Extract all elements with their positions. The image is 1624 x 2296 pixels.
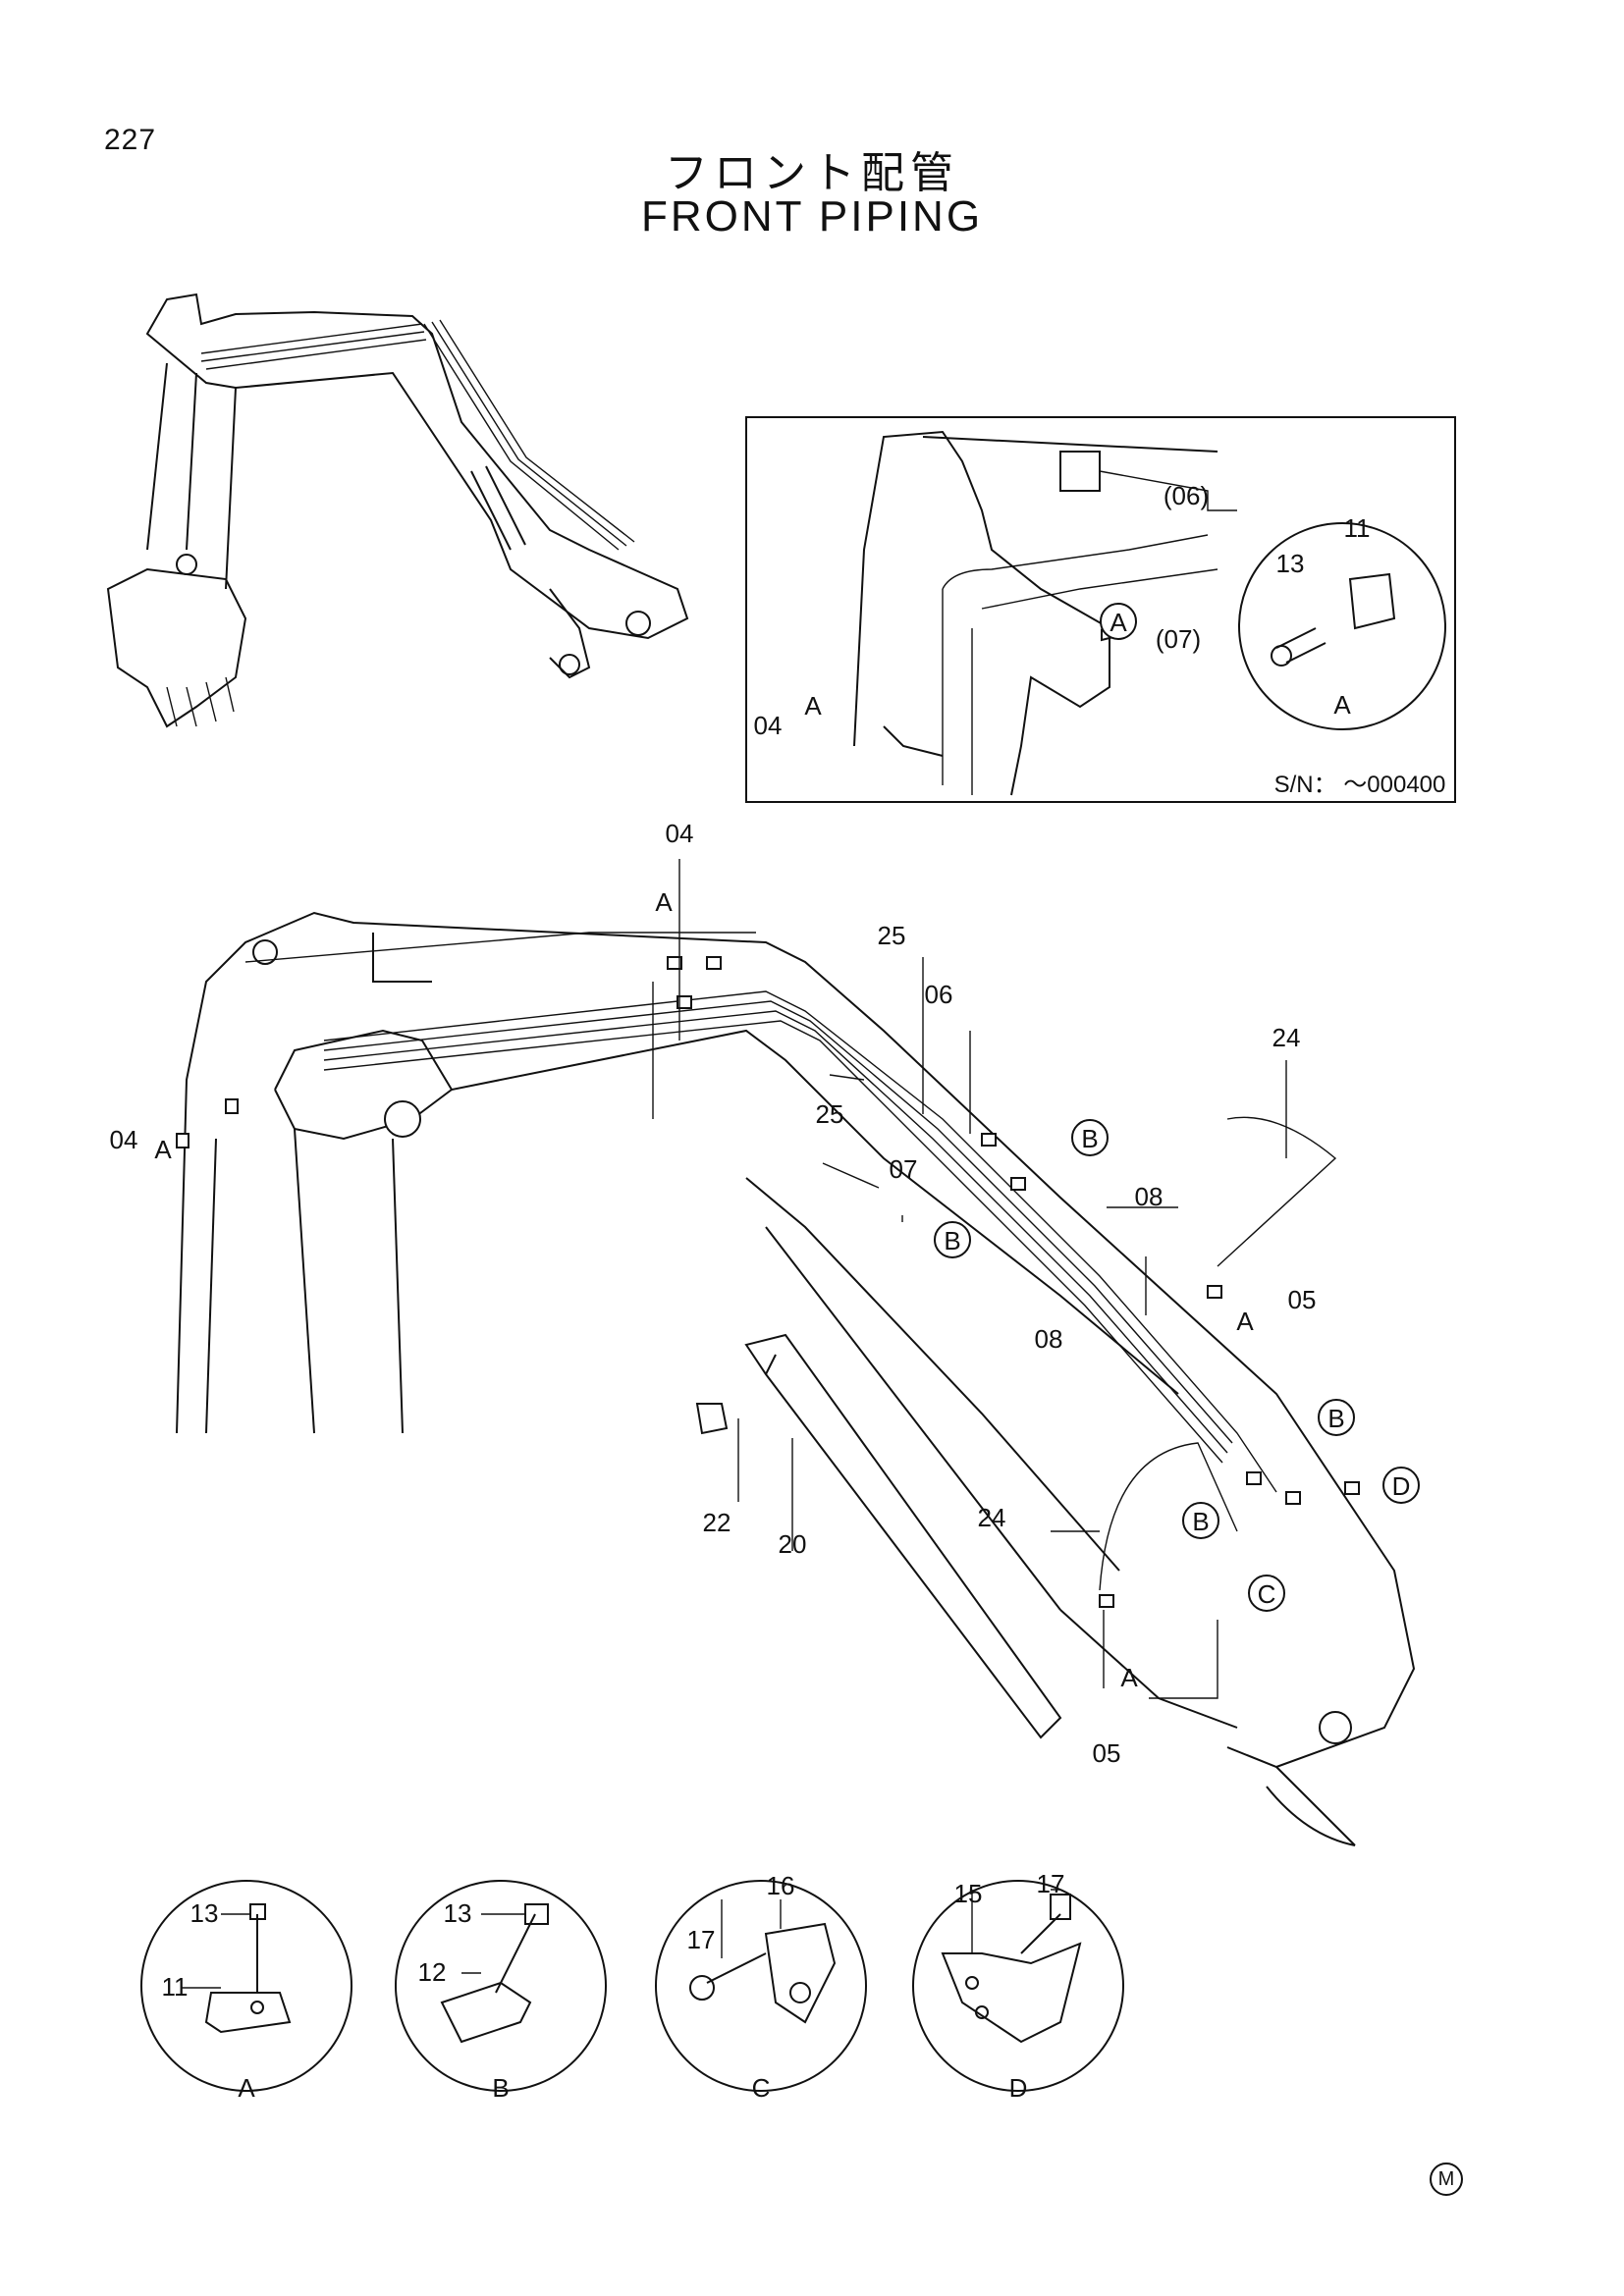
callout-label: A bbox=[1236, 1307, 1254, 1336]
manufacturer-mark: M bbox=[1430, 2163, 1463, 2196]
callout-label: B bbox=[1081, 1124, 1098, 1153]
detail-circles bbox=[140, 1880, 1124, 2092]
detail-part-number: 13 bbox=[444, 1898, 472, 1928]
detail-letter: C bbox=[752, 2073, 771, 2103]
detail-part-number: 17 bbox=[687, 1925, 716, 1954]
detail-part-number: 17 bbox=[1037, 1869, 1065, 1898]
detail-labels: A 13 11B 13 12C 16 17D 17 15 bbox=[162, 1869, 1065, 2103]
callout-label: 25 bbox=[816, 1099, 844, 1129]
detail-letter: A bbox=[238, 2073, 255, 2103]
callout-label: B bbox=[1192, 1507, 1209, 1536]
callout-label: A bbox=[655, 887, 673, 917]
callout-label: 08 bbox=[1135, 1182, 1164, 1211]
main-boom-assembly bbox=[176, 859, 1416, 1846]
callout-label: 08 bbox=[1035, 1324, 1063, 1354]
inset-detail-box bbox=[745, 416, 1456, 803]
callout-label: 06 bbox=[925, 980, 953, 1009]
callout-label: A bbox=[154, 1135, 172, 1164]
callout-label: 05 bbox=[1093, 1738, 1121, 1768]
detail-letter: B bbox=[492, 2073, 509, 2103]
detail-part-number: 15 bbox=[954, 1879, 983, 1908]
detail-part-number: 13 bbox=[190, 1898, 219, 1928]
detail-part-number: 11 bbox=[162, 1972, 189, 2002]
detail-part-number: 16 bbox=[767, 1871, 795, 1900]
inset-label: A bbox=[1110, 608, 1127, 637]
inset-part-number: 13 bbox=[1276, 549, 1305, 578]
callout-label: D bbox=[1392, 1471, 1411, 1501]
page-title-japanese: フロント配管 bbox=[665, 148, 959, 198]
inset-part-number: 11 bbox=[1344, 513, 1371, 543]
callout-label: B bbox=[944, 1226, 960, 1255]
inset-label: A bbox=[804, 691, 822, 721]
overview-front-sketch bbox=[106, 293, 689, 728]
callout-label: 04 bbox=[666, 819, 694, 848]
callout-label: 20 bbox=[779, 1529, 807, 1559]
callout-label: 24 bbox=[978, 1503, 1006, 1532]
inset-detail-letter: A bbox=[1333, 690, 1351, 720]
inset-label: 04 bbox=[754, 711, 783, 740]
callout-bubbles bbox=[384, 603, 1420, 1612]
inset-label: (06) bbox=[1164, 481, 1209, 510]
detail-letter: D bbox=[1009, 2073, 1028, 2103]
callout-label: C bbox=[1258, 1579, 1276, 1609]
callout-label: 04 bbox=[110, 1125, 138, 1154]
detail-part-number: 12 bbox=[418, 1957, 447, 1987]
callout-label: 25 bbox=[878, 921, 906, 950]
page-title-english: FRONT PIPING bbox=[640, 192, 984, 240]
callout-label: 22 bbox=[703, 1508, 731, 1537]
callout-label: 07 bbox=[890, 1154, 918, 1184]
serial-number-note: S/N： ～000400 bbox=[1274, 772, 1446, 798]
callout-label: B bbox=[1327, 1404, 1344, 1433]
callout-label: 24 bbox=[1272, 1023, 1301, 1052]
callout-label: 05 bbox=[1288, 1285, 1317, 1314]
page-number: 227 bbox=[104, 124, 157, 156]
inset-label: (07) bbox=[1156, 624, 1201, 654]
hose-fittings bbox=[176, 956, 1360, 1608]
callout-label: A bbox=[1120, 1663, 1138, 1692]
